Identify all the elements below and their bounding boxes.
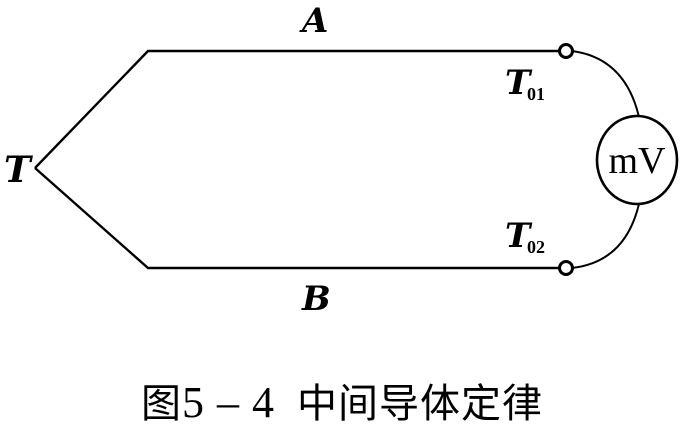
figure-caption: 图5 – 4 中间导体定律: [0, 381, 684, 425]
millivoltmeter-icon: [595, 114, 679, 206]
lead-wire-bottom: [571, 203, 640, 269]
caption-title: 中间导体定律: [297, 381, 543, 427]
conductor-b-label: B: [301, 279, 331, 319]
conductor-a-label: A: [299, 1, 328, 41]
terminal-top-temp-sub: 01: [527, 84, 545, 104]
meter-label: mV: [609, 140, 667, 182]
terminal-top-icon: [558, 43, 574, 59]
conductor-a-wire: [34, 49, 560, 169]
terminal-bottom-temp-sub: 02: [527, 237, 545, 257]
terminal-bottom-temperature-label: T 02: [505, 216, 545, 257]
terminal-bottom-icon: [558, 260, 574, 276]
terminal-top-temperature-label: T 01: [505, 63, 545, 104]
lead-wire-top: [571, 50, 640, 118]
caption-number: 5 – 4: [182, 378, 275, 427]
conductor-b-wire: [34, 167, 560, 270]
caption-prefix: 图: [141, 381, 182, 427]
junction-label: T: [4, 149, 33, 191]
terminal-bottom-temp-main: T: [505, 216, 533, 256]
terminal-top-temp-main: T: [505, 63, 533, 103]
